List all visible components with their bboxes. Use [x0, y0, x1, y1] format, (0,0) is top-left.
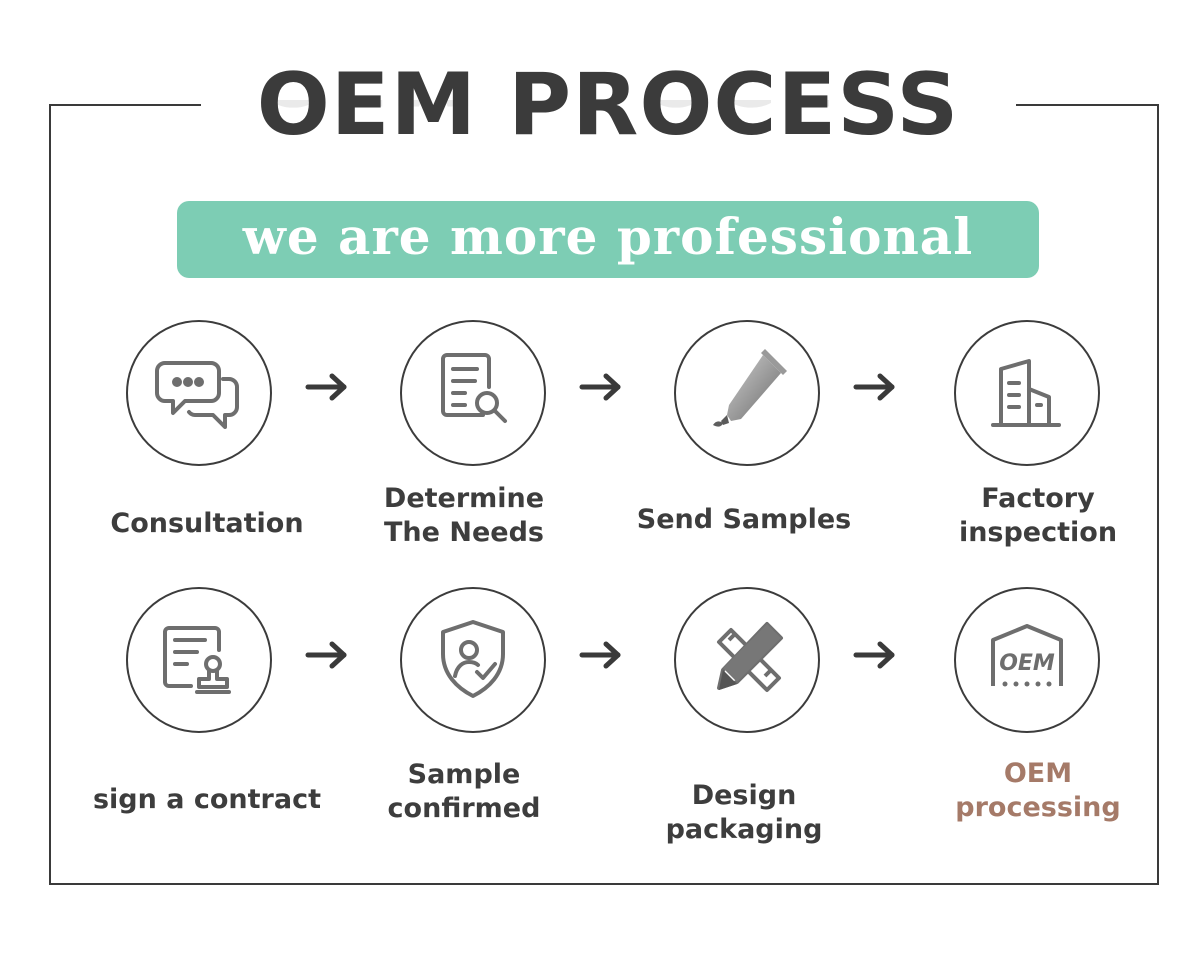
step-label-line: Sample — [407, 759, 521, 790]
frame-top-left — [49, 104, 201, 106]
step-label-send-samples: Send Samples — [609, 503, 879, 537]
step-label-line: OEM — [1003, 758, 1073, 789]
step-design-packaging — [674, 587, 820, 733]
step-label-line: Consultation — [110, 508, 304, 539]
frame-bottom — [49, 883, 1159, 885]
step-sign-contract — [126, 587, 272, 733]
arrow-right-icon — [579, 373, 621, 401]
frame-top-right — [1016, 104, 1159, 106]
pencil-ruler-icon — [717, 622, 783, 692]
step-label-line: Design packaging — [665, 780, 823, 845]
oem-icon-text: OEM — [999, 651, 1055, 676]
arrow-right-icon — [853, 641, 895, 669]
step-label-oem-processing: OEM processing — [903, 757, 1173, 825]
step-label-line: inspection — [958, 517, 1118, 548]
step-send-samples — [674, 320, 820, 466]
step-label-sample-confirmed: Sample confirmed — [329, 758, 599, 826]
step-factory-inspection — [954, 320, 1100, 466]
page-title: OEM PROCESS — [256, 55, 960, 155]
arrow-right-icon — [305, 373, 347, 401]
subtitle-text: we are more professional — [242, 207, 974, 266]
frame-left — [49, 104, 51, 885]
step-label-line: The Needs — [384, 517, 544, 548]
step-sample-confirmed — [400, 587, 546, 733]
frame-right — [1157, 104, 1159, 885]
step-label-line: Send Samples — [636, 504, 852, 535]
step-label-line: confirmed — [387, 793, 541, 824]
step-label-determine-needs: Determine The Needs — [329, 482, 599, 550]
shield-user-icon — [441, 620, 505, 698]
document-search-icon — [441, 353, 507, 423]
step-label-line: Determine — [383, 483, 545, 514]
step-label-line: Factory — [981, 483, 1095, 514]
chat-bubbles-icon — [155, 361, 239, 429]
step-consultation — [126, 320, 272, 466]
page-title-reflection: OEM PROCESS — [200, 100, 1016, 128]
step-label-factory-inspection: Factory inspection — [903, 482, 1173, 550]
step-determine-needs — [400, 320, 546, 466]
step-label-line: sign a contract — [92, 784, 322, 815]
step-oem-processing: OEM — [954, 587, 1100, 733]
tube-icon — [713, 349, 787, 427]
oem-factory-icon: OEM — [991, 624, 1063, 687]
contract-stamp-icon — [163, 626, 231, 694]
step-label-consultation: Consultation — [72, 507, 342, 541]
building-icon — [991, 359, 1061, 427]
step-label-line: processing — [955, 792, 1121, 823]
arrow-right-icon — [579, 641, 621, 669]
step-label-design-packaging: Design packaging — [609, 779, 879, 847]
step-label-sign-contract: sign a contract — [72, 783, 342, 817]
arrow-right-icon — [853, 373, 895, 401]
arrow-right-icon — [305, 641, 347, 669]
subtitle-banner: we are more professional — [177, 201, 1039, 278]
